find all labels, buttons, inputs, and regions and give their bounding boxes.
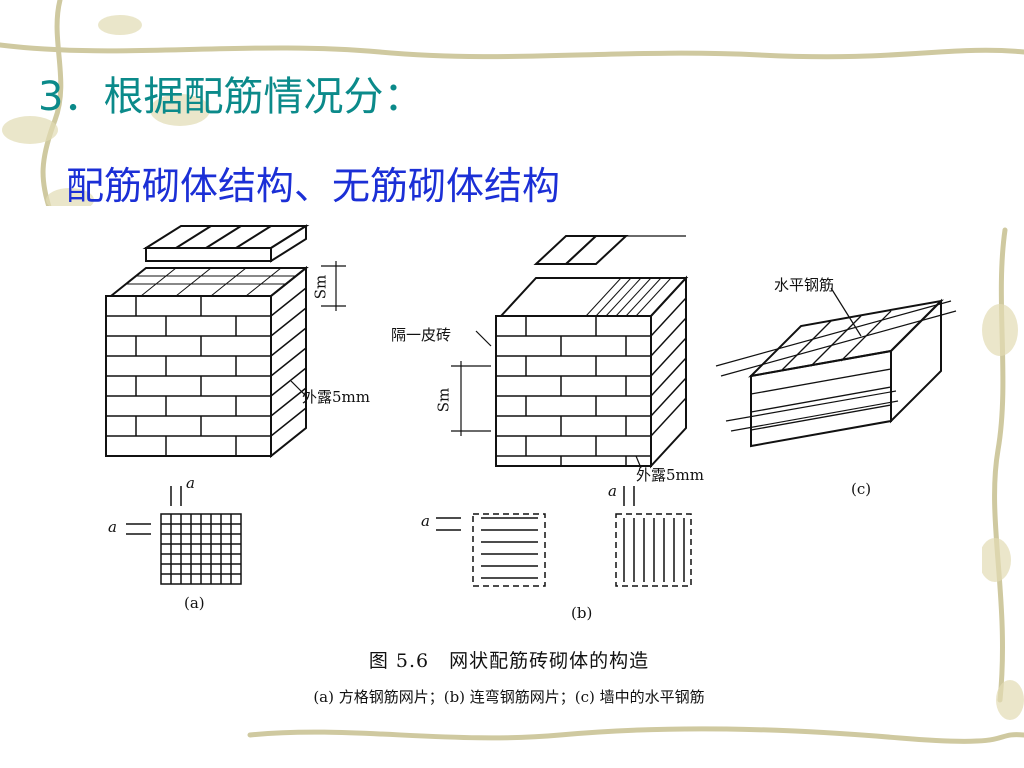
panel-b-label: (b)	[571, 604, 593, 622]
label-a-dim-b-left: a	[421, 512, 430, 530]
panel-a-mesh	[126, 486, 242, 585]
label-exposed-b: 外露5mm	[636, 466, 704, 484]
reinforced-masonry-figure: Sm 外露5mm a a (a) 隔一皮砖 Sm 外露5mm a a (b) 水…	[36, 206, 982, 718]
panel-b-mesh-horizontal	[436, 513, 546, 587]
panel-a-label: (a)	[184, 594, 205, 612]
masonry-drawing	[105, 224, 957, 587]
panel-c-wall	[715, 287, 957, 448]
label-a-dim-b-top: a	[608, 482, 617, 500]
panel-a-brick-cube	[105, 224, 346, 459]
label-sm-a: Sm	[311, 274, 330, 300]
figure-subcaption: (a) 方格钢筋网片；(b) 连弯钢筋网片；(c) 墙中的水平钢筋	[313, 688, 705, 706]
label-a-dim-a-left: a	[108, 518, 117, 536]
figure-caption: 图 5.6 网状配筋砖砌体的构造	[368, 650, 650, 672]
slide-subtitle: 配筋砌体结构、无筋砌体结构	[66, 164, 561, 208]
label-horizontal-rebar: 水平钢筋	[774, 276, 835, 294]
label-skip-course: 隔一皮砖	[391, 326, 452, 344]
label-exposed-a: 外露5mm	[302, 388, 370, 406]
panel-c-label: (c)	[851, 480, 872, 498]
panel-b-brick-cube	[451, 235, 689, 469]
label-sm-b: Sm	[434, 387, 453, 413]
panel-b-mesh-vertical	[615, 486, 692, 587]
slide-title: 3．根据配筋情况分：	[38, 74, 424, 120]
label-a-dim-a-top: a	[186, 474, 195, 492]
